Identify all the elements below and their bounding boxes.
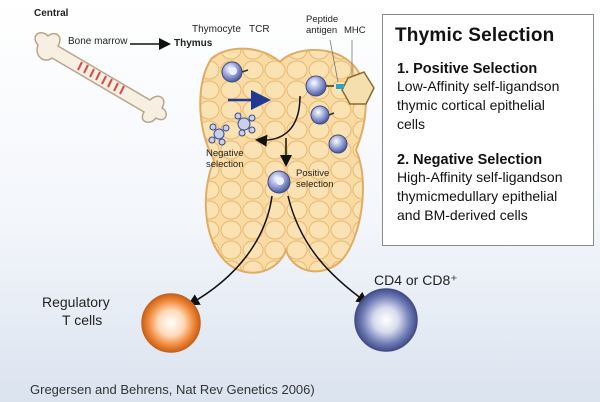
bone-marrow-label: Bone marrow (68, 36, 128, 47)
positive-selection-text: Low-Affinity self-ligandson thymic corti… (397, 77, 585, 134)
regulatory-t-cell (141, 293, 201, 353)
citation: Gregersen and Behrens, Nat Rev Genetics … (30, 382, 315, 397)
thymus-label: Thymus (174, 38, 213, 49)
positive-line-2: thymic cortical epithelial (397, 97, 545, 113)
negative-selection-text: High-Affinity self-ligandson thymicmedul… (397, 168, 585, 225)
mhc-label: MHC (344, 25, 366, 36)
positive-line-1: Low-Affinity self-ligandson (397, 78, 560, 94)
cd4-cd8-label: CD4 or CD8⁺ (374, 272, 458, 288)
central-label: Central (34, 8, 69, 19)
positive-line-3: cells (397, 116, 426, 132)
negative-line-1: High-Affinity self-ligandson (397, 169, 563, 185)
thymocyte-label: Thymocyte (192, 24, 241, 35)
regulatory-label-line1: Regulatory (42, 294, 110, 310)
thymocyte-cells (221, 61, 348, 194)
positive-selection-label: Positive selection (296, 168, 334, 190)
regulatory-arrow (187, 195, 273, 306)
cd4-cd8-t-cell (354, 288, 418, 352)
positive-selection-heading: 1. Positive Selection (397, 61, 538, 77)
negative-line-3: and BM-derived cells (397, 207, 528, 223)
negative-selection-heading: 2. Negative Selection (397, 152, 543, 168)
bone-illustration (34, 32, 167, 123)
effector-arrow (287, 195, 369, 304)
tcr-label: TCR (249, 24, 270, 35)
peptide-antigen-label: Peptide antigen (306, 14, 339, 36)
apoptotic-cells (208, 112, 256, 146)
negative-line-2: thymicmedullary epithelial (397, 188, 558, 204)
thymic-selection-panel: Thymic Selection 1. Positive Selection L… (382, 14, 594, 246)
negative-selection-label: Negative selection (206, 148, 244, 170)
curved-negative-arrow (255, 95, 301, 147)
panel-title: Thymic Selection (395, 25, 555, 46)
epithelial-cell (336, 71, 375, 105)
regulatory-label-line2: T cells (62, 312, 103, 328)
peptide-pointer (329, 39, 339, 83)
